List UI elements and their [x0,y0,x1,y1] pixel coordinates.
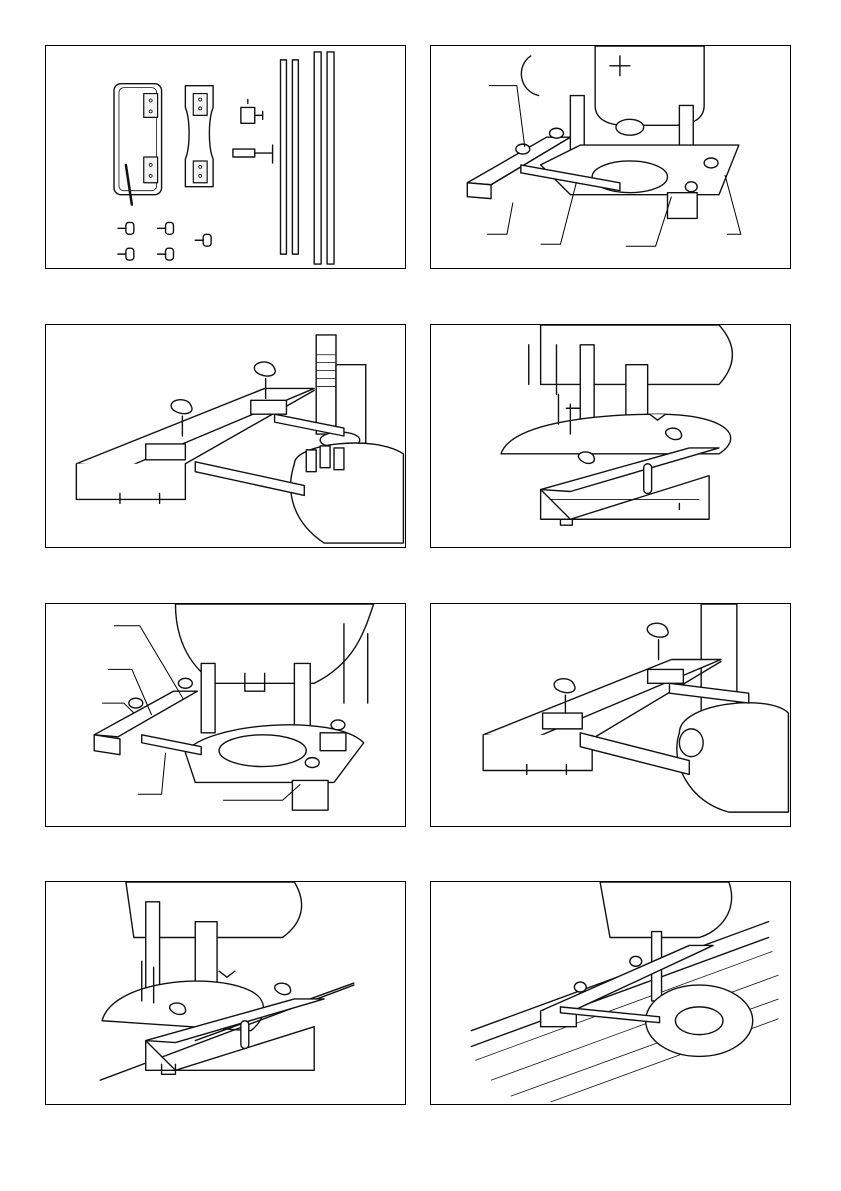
figure-3-guide-holder-closeup [45,324,406,548]
guide-holder [541,448,719,525]
figure-8-router-on-guide-rail [430,881,791,1105]
rear-view-drawing [431,325,790,547]
figure-1-parts-kit [45,45,406,269]
router-rail-drawing [431,882,790,1104]
guide-plate-large [114,84,162,205]
figure-6-guide-rods-closeup [430,603,791,827]
holder-closeup-drawing [46,325,405,547]
clamp-knobs [306,446,344,472]
router-base-icon [646,985,753,1056]
router-column [291,335,404,543]
figure-7-guide-on-rail-side [45,881,406,1105]
guide-plate-shaped [185,86,213,187]
router-body [175,604,373,733]
router-column [677,604,789,812]
parts-kit-drawing [46,46,405,268]
guide-assembly-drawing [431,46,790,268]
figure-2-guide-assembly [430,45,791,269]
figure-4-guide-rear-view [430,324,791,548]
rail-side-drawing [46,882,405,1104]
rods-closeup-drawing [431,604,790,826]
figure-5-guide-installation [45,603,406,827]
installation-drawing [46,604,405,826]
wing-bolt-icon [118,222,211,260]
guide-rod-icon [281,52,335,264]
bracket-small [233,100,273,163]
router-base-icon [541,145,739,195]
